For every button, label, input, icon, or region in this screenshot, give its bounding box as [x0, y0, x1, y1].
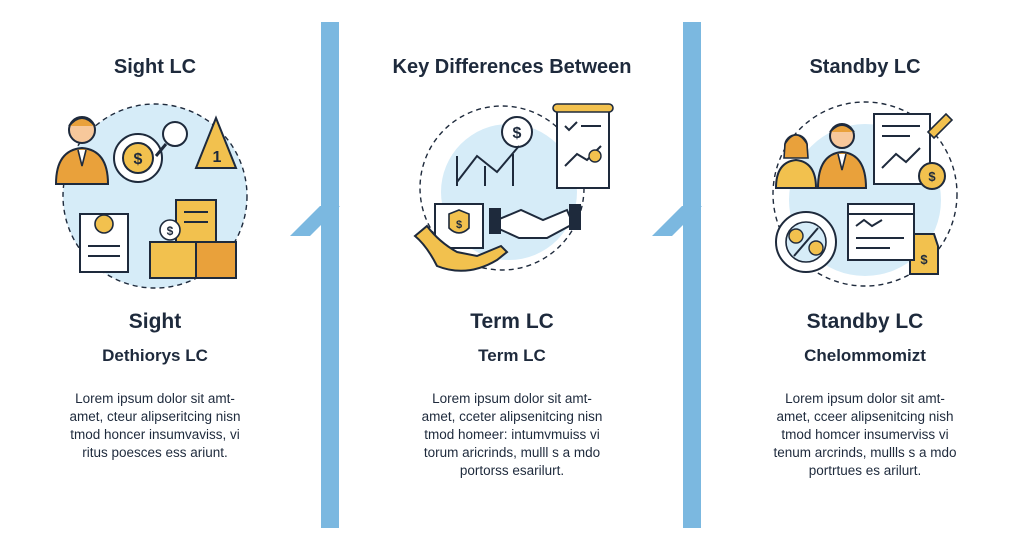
body-line: portorss esarilurt.: [459, 463, 565, 478]
svg-text:1: 1: [213, 149, 222, 166]
wallet-icon: $: [434, 203, 484, 249]
column-subheading: Dethiorys LC: [102, 346, 208, 365]
column-heading: Term LC: [470, 310, 554, 333]
body-line: ritus poesces ess ariunt.: [82, 445, 228, 460]
body-line: Lorem ipsum dolor sit amt-: [432, 391, 592, 406]
divider-right-notch: [652, 206, 702, 236]
divider-left: [321, 22, 339, 528]
body-line: Lorem ipsum dolor sit amt-: [785, 391, 945, 406]
money-bag-icon: $ $: [909, 162, 946, 275]
svg-text:$: $: [928, 169, 936, 184]
svg-text:$: $: [134, 151, 143, 168]
svg-text:$: $: [456, 219, 462, 231]
body-line: torum aricrinds, mulll s a mdo: [423, 445, 601, 460]
svg-text:$: $: [920, 252, 928, 267]
handshake-icon: [489, 204, 581, 239]
sight-lc-illustration: $ 1 $: [54, 103, 248, 289]
contract-document-icon: [552, 103, 614, 189]
term-lc-illustration: $ $: [413, 103, 614, 272]
svg-text:$: $: [513, 125, 522, 142]
column-heading: Sight: [128, 310, 182, 333]
body-line: portrtues es arilurt.: [808, 463, 922, 478]
column-top-title: Key Differences Between: [392, 56, 632, 78]
document-icon: [79, 213, 129, 273]
percent-coin-icon: [775, 211, 837, 273]
column-body: Lorem ipsum dolor sit amt- amet, cteur a…: [5, 390, 305, 462]
body-line: Lorem ipsum dolor sit amt-: [75, 391, 235, 406]
businessman-icon: [816, 123, 868, 189]
businessman-icon: [54, 116, 110, 185]
body-line: amet, cceter alipsenitcing nisn: [421, 409, 603, 424]
divider-right: [683, 22, 701, 528]
body-line: tmod homcer insumerviss vi: [781, 427, 949, 442]
window-icon: [847, 203, 915, 261]
column-body: Lorem ipsum dolor sit amt- amet, cceer a…: [715, 390, 1015, 480]
column-top-title: Sight LC: [113, 56, 197, 78]
dollar-coin-icon: $: [113, 133, 163, 183]
standby-lc-illustration: $ $: [772, 101, 958, 287]
column-body: Lorem ipsum dolor sit amt- amet, cceter …: [362, 390, 662, 480]
body-line: amet, cceer alipsenitcing nish: [776, 409, 954, 424]
magnifier-icon: [154, 121, 188, 157]
divider-left-notch: [290, 206, 340, 236]
body-line: tenum arcrinds, mullls s a mdo: [773, 445, 957, 460]
svg-text:$: $: [167, 224, 174, 238]
body-line: tmod homeer: intumvmuiss vi: [424, 427, 600, 442]
body-line: amet, cteur alipseritcing nisn: [69, 409, 241, 424]
column-subheading: Chelommomizt: [804, 346, 926, 365]
column-heading: Standby LC: [806, 310, 924, 333]
body-line: tmod honcer insumvaviss, vi: [70, 427, 240, 442]
businesswoman-icon: [774, 134, 818, 189]
warning-sign-icon: 1: [194, 115, 238, 169]
column-subheading: Term LC: [478, 346, 546, 365]
dollar-coin-icon: $: [501, 116, 533, 148]
boxes-icon: $: [149, 199, 237, 279]
hand-icon: [413, 224, 509, 272]
column-top-title: Standby LC: [809, 56, 921, 78]
chart-icon: [456, 145, 520, 186]
